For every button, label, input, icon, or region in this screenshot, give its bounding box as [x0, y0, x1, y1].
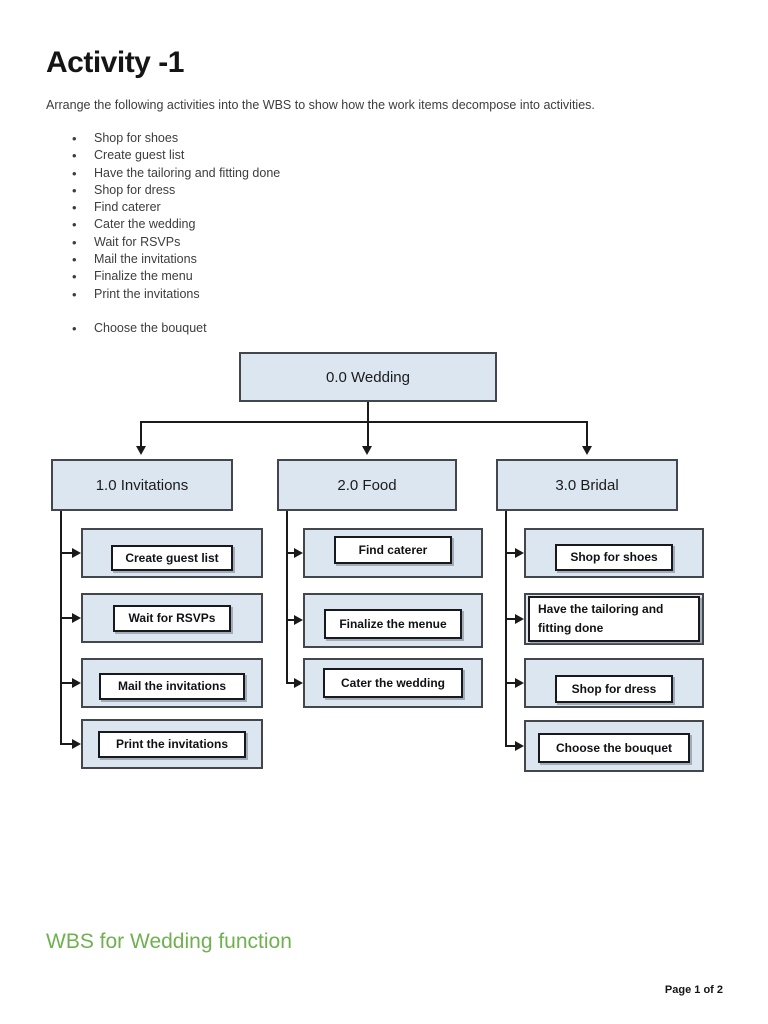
wbs-activity-box: Print the invitations: [81, 719, 263, 769]
diagram-caption: WBS for Wedding function: [46, 930, 292, 953]
wbs-activity-box: Find caterer: [303, 528, 483, 578]
arrow-right-icon: [294, 678, 303, 688]
list-item: Print the invitations: [70, 286, 722, 304]
wbs-root-box: 0.0 Wedding: [239, 352, 497, 402]
wbs-activity-box: Shop for shoes: [524, 528, 704, 578]
connector-line: [505, 745, 516, 747]
list-item: Have the tailoring and fitting done: [70, 165, 722, 183]
wbs-activity-label: Shop for dress: [555, 675, 673, 703]
arrow-right-icon: [72, 548, 81, 558]
wbs-activity-label: Finalize the menue: [324, 608, 462, 639]
wbs-activity-label: Create guest list: [111, 545, 233, 571]
arrow-right-icon: [294, 548, 303, 558]
wbs-activity-label: Print the invitations: [98, 730, 246, 758]
connector-line: [60, 511, 62, 745]
wbs-activity-label: Have the tailoring and fitting done: [528, 596, 700, 642]
list-item: Shop for shoes: [70, 130, 722, 148]
list-item: Finalize the menu: [70, 268, 722, 286]
arrow-down-icon: [136, 446, 146, 455]
wbs-activity-box: Choose the bouquet: [524, 720, 704, 772]
arrow-right-icon: [515, 741, 524, 751]
arrow-right-icon: [72, 678, 81, 688]
wbs-activity-box: Cater the wedding: [303, 658, 483, 708]
wbs-branch-label: 1.0 Invitations: [95, 476, 189, 494]
document-header: Activity -1 Arrange the following activi…: [46, 46, 722, 338]
connector-line: [60, 682, 73, 684]
connector-line: [286, 511, 288, 684]
wbs-root-label: 0.0 Wedding: [326, 368, 410, 386]
wbs-activity-box: Create guest list: [81, 528, 263, 578]
connector-line: [60, 743, 73, 745]
wbs-activity-label: Choose the bouquet: [538, 733, 690, 763]
arrow-down-icon: [362, 446, 372, 455]
page-title: Activity -1: [46, 46, 184, 79]
list-item: Create guest list: [70, 147, 722, 165]
wbs-activity-box: Have the tailoring and fitting done: [524, 593, 704, 645]
arrow-right-icon: [515, 678, 524, 688]
list-item: Choose the bouquet: [70, 320, 722, 338]
connector-line: [505, 618, 516, 620]
connector-line: [505, 552, 516, 554]
wbs-activity-label: Wait for RSVPs: [113, 604, 231, 632]
connector-line: [505, 682, 516, 684]
arrow-down-icon: [582, 446, 592, 455]
connector-line: [367, 402, 369, 446]
wbs-activity-box: Finalize the menue: [303, 593, 483, 648]
arrow-right-icon: [72, 739, 81, 749]
activity-list: Shop for shoes Create guest list Have th…: [70, 130, 722, 338]
wbs-activity-label: Mail the invitations: [99, 672, 245, 700]
connector-line: [286, 619, 295, 621]
wbs-branch-label: 2.0 Food: [337, 476, 397, 494]
wbs-diagram: 0.0 Wedding 1.0 Invitations 2.0 Food 3.0…: [51, 352, 704, 772]
connector-line: [586, 421, 588, 446]
list-item: Find caterer: [70, 199, 722, 217]
page-number: Page 1 of 2: [664, 984, 723, 996]
wbs-branch-box-bridal: 3.0 Bridal: [496, 459, 678, 511]
wbs-activity-box: Wait for RSVPs: [81, 593, 263, 643]
wbs-activity-label: Find caterer: [334, 536, 452, 564]
connector-line: [140, 421, 142, 446]
wbs-branch-box-food: 2.0 Food: [277, 459, 457, 511]
connector-line: [286, 552, 295, 554]
connector-line: [140, 421, 588, 423]
list-item: Shop for dress: [70, 182, 722, 200]
wbs-activity-label: Shop for shoes: [555, 543, 673, 571]
arrow-right-icon: [515, 614, 524, 624]
list-item: Wait for RSVPs: [70, 234, 722, 252]
wbs-activity-box: Mail the invitations: [81, 658, 263, 708]
connector-line: [60, 552, 73, 554]
wbs-activity-label: Cater the wedding: [323, 668, 463, 698]
wbs-activity-box: Shop for dress: [524, 658, 704, 708]
arrow-right-icon: [294, 615, 303, 625]
list-item: Mail the invitations: [70, 251, 722, 269]
wbs-branch-label: 3.0 Bridal: [555, 476, 619, 494]
connector-line: [286, 682, 295, 684]
arrow-right-icon: [515, 548, 524, 558]
intro-text: Arrange the following activities into th…: [46, 98, 595, 112]
wbs-branch-box-invitations: 1.0 Invitations: [51, 459, 233, 511]
connector-line: [505, 511, 507, 747]
arrow-right-icon: [72, 613, 81, 623]
connector-line: [60, 617, 73, 619]
list-item: Cater the wedding: [70, 216, 722, 234]
